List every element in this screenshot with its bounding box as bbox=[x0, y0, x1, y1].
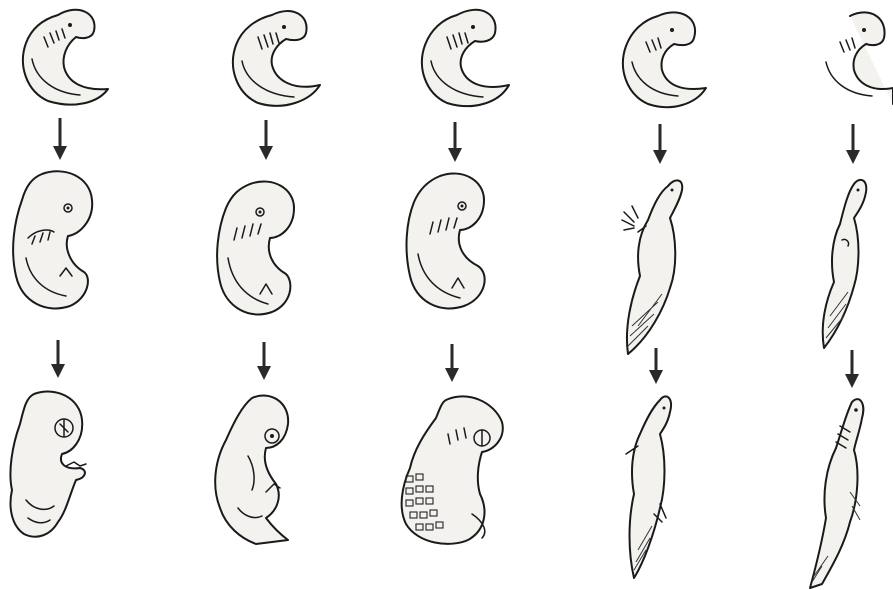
embryo-col2-stage3 bbox=[215, 396, 288, 544]
embryo-col5-stage3 bbox=[810, 399, 863, 588]
arrow-col2-b bbox=[257, 342, 271, 380]
embryo-col3-stage1 bbox=[422, 10, 509, 106]
arrow-col4-b bbox=[649, 348, 663, 384]
arrow-col5-a bbox=[846, 124, 860, 164]
embryo-col5-stage1 bbox=[826, 12, 893, 104]
arrow-col2-a bbox=[259, 120, 273, 160]
embryo-col3-stage2 bbox=[407, 173, 485, 308]
arrow-col1-b bbox=[51, 340, 65, 378]
arrow-col3-a bbox=[448, 122, 462, 162]
embryo-col1-stage1 bbox=[23, 10, 108, 105]
embryo-col4-stage1 bbox=[623, 12, 706, 107]
embryo-col5-stage2 bbox=[823, 180, 867, 348]
embryo-col1-stage2 bbox=[13, 171, 92, 308]
embryo-col3-stage3 bbox=[402, 396, 503, 543]
embryo-col2-stage2 bbox=[217, 181, 294, 314]
arrow-col4-a bbox=[653, 124, 667, 164]
arrow-col5-b bbox=[845, 350, 859, 388]
embryo-col1-stage3 bbox=[10, 392, 86, 537]
arrow-col3-b bbox=[445, 344, 459, 382]
arrow-col1-a bbox=[53, 118, 67, 160]
embryo-col4-stage3 bbox=[626, 396, 671, 578]
embryo-col4-stage2 bbox=[622, 180, 682, 354]
embryo-col2-stage1 bbox=[233, 11, 320, 106]
